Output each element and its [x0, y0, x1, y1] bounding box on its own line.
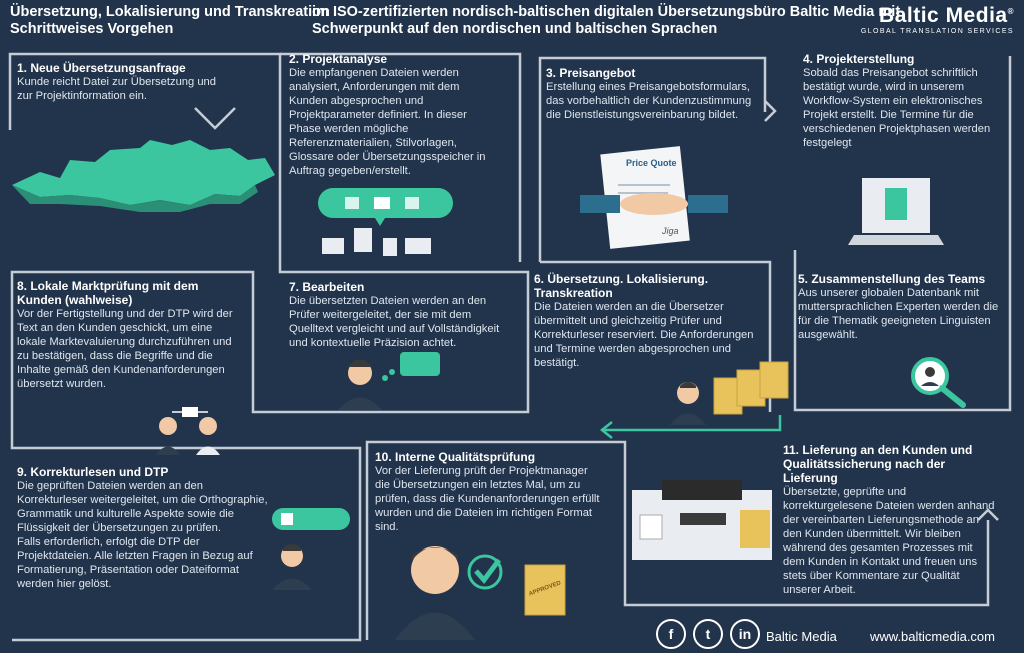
signature-text: Jiga — [662, 226, 679, 236]
path-step10-11 — [365, 440, 990, 640]
step-3: 3. Preisangebot Erstellung eines Preisan… — [546, 66, 761, 122]
step-4-text: Sobald das Preisangebot schriftlich best… — [803, 67, 991, 149]
europe-map-icon — [12, 140, 275, 212]
client-meeting-icon — [156, 407, 220, 455]
header-title-left: Übersetzung, Lokalisierung und Transkrea… — [10, 4, 330, 38]
analysis-bubble-icon — [318, 188, 453, 256]
editor-person-icon — [338, 352, 440, 410]
title-left-line-1: Übersetzung, Lokalisierung und Transkrea… — [10, 4, 330, 20]
handshake-icon — [580, 193, 728, 215]
twitter-icon[interactable]: t — [693, 619, 723, 649]
logo-subtitle: GLOBAL TRANSLATION SERVICES — [860, 28, 1014, 35]
step-5-text: Aus unserer globalen Datenbank mit mutte… — [798, 287, 999, 341]
step-6: 6. Übersetzung. Lokalisierung. Transkrea… — [534, 272, 754, 370]
laptop-icon — [848, 178, 944, 245]
title-middle-line-1: im ISO-zertifizierten nordisch-baltische… — [312, 4, 901, 20]
step-2: 2. Projektanalyse Die empfangenen Dateie… — [289, 52, 497, 178]
magnifier-icon — [911, 357, 966, 408]
arrow-step11 — [977, 508, 999, 521]
facebook-icon[interactable]: f — [656, 619, 686, 649]
step-3-title: 3. Preisangebot — [546, 66, 636, 80]
arrow-step1 — [194, 107, 236, 130]
footer-company: Baltic Media — [766, 629, 837, 644]
step-4-title: 4. Projekterstellung — [803, 52, 915, 66]
translator-person-icon — [670, 382, 706, 425]
baltic-media-logo: Baltic Media® GLOBAL TRANSLATION SERVICE… — [861, 4, 1014, 35]
step-7-text: Die übersetzten Dateien werden an den Pr… — [289, 295, 500, 349]
project-manager-icon — [395, 546, 475, 640]
title-middle-line-2: Schwerpunkt auf den nordischen und balti… — [312, 21, 718, 37]
proofreader-icon — [272, 508, 350, 590]
step-7: 7. Bearbeiten Die übersetzten Dateien we… — [289, 280, 511, 350]
return-arrow — [599, 415, 782, 439]
step-8-text: Vor der Fertigstellung und der DTP wird … — [17, 308, 233, 390]
step-6-text: Die Dateien werden an die Übersetzer übe… — [534, 301, 754, 369]
step-5-title: 5. Zusammenstellung des Teams — [798, 272, 986, 286]
step-2-text: Die empfangenen Dateien werden analysier… — [289, 67, 486, 177]
step-5: 5. Zusammenstellung des Teams Aus unsere… — [798, 272, 1010, 342]
step-7-title: 7. Bearbeiten — [289, 280, 365, 294]
step-10-text: Vor der Lieferung prüft der Projektmanag… — [375, 465, 600, 533]
process-path — [8, 52, 1012, 642]
step-1-text: Kunde reicht Datei zur Übersetzung und z… — [17, 76, 217, 102]
path-step3-4 — [538, 56, 767, 262]
header-title-middle: im ISO-zertifizierten nordisch-baltische… — [312, 4, 900, 38]
path-step2-3 — [280, 52, 522, 262]
logo-mark: ® — [1007, 7, 1014, 16]
approved-folder-icon — [524, 564, 566, 616]
arrow-step3 — [764, 100, 777, 122]
footer-url[interactable]: www.balticmedia.com — [870, 629, 995, 644]
step-11-title: 11. Lieferung an den Kunden und Qualität… — [783, 443, 973, 485]
path-step4-5 — [793, 56, 1012, 412]
step-11: 11. Lieferung an den Kunden und Qualität… — [783, 443, 995, 597]
step-6-title: 6. Übersetzung. Lokalisierung. Transkrea… — [534, 272, 709, 300]
step-9-text-2: Falls erforderlich, erfolgt die DTP der … — [17, 536, 253, 590]
step-8: 8. Lokale Marktprüfung mit dem Kunden (w… — [17, 279, 242, 391]
price-quote-label: Price Quote — [626, 158, 677, 168]
workstation-icon — [632, 480, 772, 560]
step-2-title: 2. Projektanalyse — [289, 52, 388, 66]
linkedin-icon[interactable]: in — [730, 619, 760, 649]
step-1: 1. Neue Übersetzungsanfrage Kunde reicht… — [17, 61, 229, 103]
title-left-line-2: Schrittweises Vorgehen — [10, 21, 174, 37]
step-10: 10. Interne Qualitätsprüfung Vor der Lie… — [375, 450, 605, 534]
checkmark-icon — [467, 554, 503, 590]
step-9: 9. Korrekturlesen und DTP Die geprüften … — [17, 465, 269, 591]
step-1-title: 1. Neue Übersetzungsanfrage — [17, 61, 186, 75]
step-4: 4. Projekterstellung Sobald das Preisang… — [803, 52, 1015, 150]
logo-name: Baltic Media® — [879, 4, 1014, 27]
step-3-text: Erstellung eines Preisangebotsformulars,… — [546, 81, 752, 121]
step-8-title: 8. Lokale Marktprüfung mit dem Kunden (w… — [17, 279, 199, 307]
folders-icon — [713, 361, 789, 415]
step-11-text: Übersetzte, geprüfte und korrekturgelese… — [783, 486, 995, 596]
step-9-text: Die geprüften Dateien werden an den Korr… — [17, 480, 268, 534]
step-9-title: 9. Korrekturlesen und DTP — [17, 465, 169, 479]
step-10-title: 10. Interne Qualitätsprüfung — [375, 450, 536, 464]
